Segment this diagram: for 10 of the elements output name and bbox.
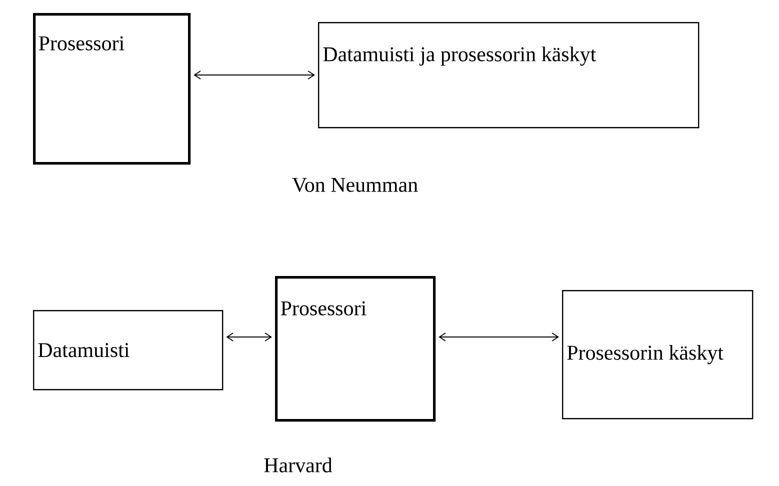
process-box: Prosessori (33, 13, 191, 165)
diagram-caption: Von Neumman (292, 178, 418, 192)
process-box: Datamuisti (33, 310, 224, 390)
process-box: Prosessorin käskyt (562, 290, 754, 420)
arrow (438, 332, 559, 342)
process-box: Prosessori (275, 276, 436, 422)
diagram-caption: Harvard (264, 458, 332, 472)
arrow (226, 332, 272, 342)
arrow (194, 70, 315, 80)
process-box: Datamuisti ja prosessorin käskyt (318, 22, 700, 128)
